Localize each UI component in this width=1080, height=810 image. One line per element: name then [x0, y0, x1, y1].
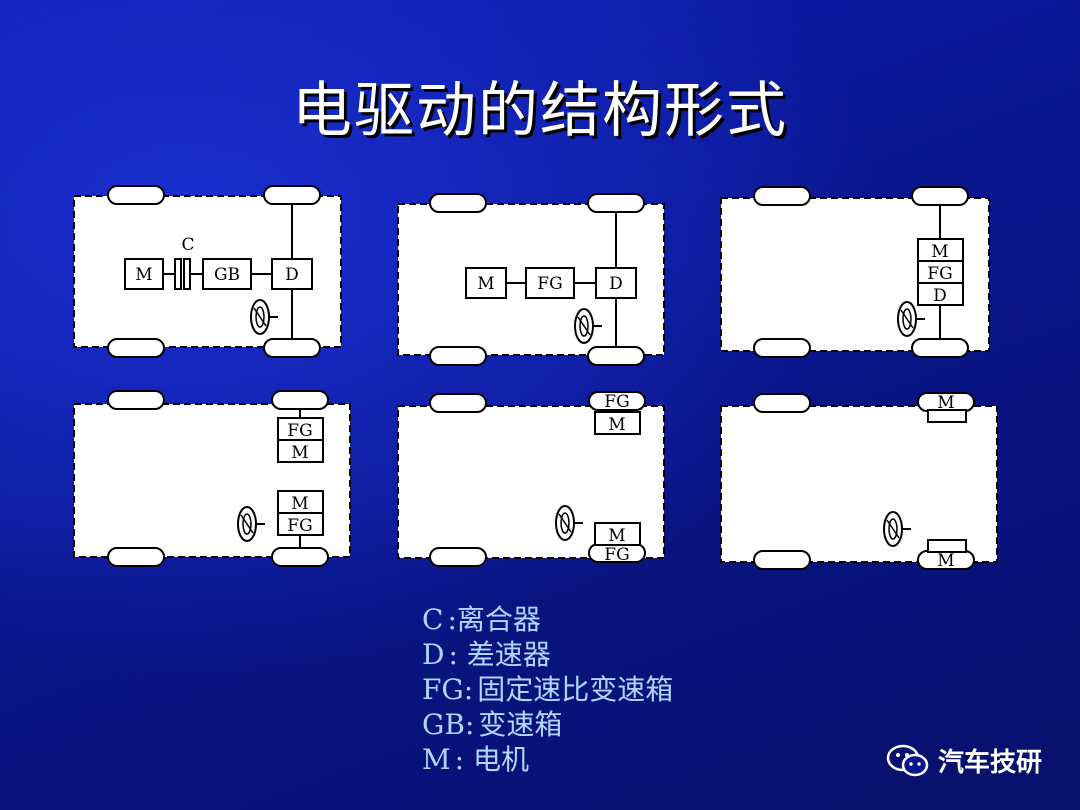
legend-item: D : 差速器 — [422, 637, 673, 672]
drive-configuration-diagrams: M C GB D M FG D — [73, 185, 998, 571]
legend-desc: 固定速比变速箱 — [477, 673, 674, 706]
gearbox-label: GB — [214, 265, 240, 285]
wheel — [753, 338, 811, 358]
wheel — [753, 550, 811, 570]
motor-label: M — [608, 415, 625, 435]
wheel — [753, 186, 811, 206]
legend-item: GB: 变速箱 — [422, 707, 673, 742]
wheel — [271, 390, 329, 410]
brand-name: 汽车技研 — [938, 748, 1043, 778]
wechat-icon — [886, 744, 929, 776]
wheel — [263, 185, 321, 205]
legend-abbr: FG: — [422, 673, 474, 706]
wheel — [107, 185, 165, 205]
legend-desc: : 差速器 — [448, 638, 551, 671]
wheel — [263, 338, 321, 358]
diagram-axle-integrated-motor: M FG D — [720, 186, 990, 358]
legend-desc: : 电机 — [454, 743, 530, 776]
legend-item: M : 电机 — [422, 742, 673, 777]
motor-label: M — [608, 526, 625, 546]
wheel — [429, 393, 487, 413]
wheel — [911, 338, 969, 358]
legend-abbr: GB: — [422, 708, 475, 741]
diagram-dual-motor-inboard: FG M M FG — [73, 390, 351, 567]
motor-label: M — [291, 494, 308, 514]
legend-item: FG: 固定速比变速箱 — [422, 672, 673, 707]
wheel — [753, 393, 811, 413]
legend-abbr: M — [422, 743, 451, 776]
differential-label: D — [285, 265, 299, 285]
legend-item: C :离合器 — [422, 602, 673, 637]
fixed-gear-label: FG — [927, 264, 952, 284]
differential-label: D — [933, 286, 947, 306]
wheel — [587, 346, 645, 366]
brand-watermark: 汽车技研 — [886, 742, 1042, 779]
wheel — [429, 346, 487, 366]
legend-desc: :离合器 — [447, 603, 541, 636]
wheel — [429, 547, 487, 567]
fixed-gear-label: FG — [287, 516, 312, 536]
clutch-label: C — [181, 235, 194, 255]
differential-label: D — [609, 274, 623, 294]
wheel — [587, 193, 645, 213]
motor-label: M — [937, 393, 954, 413]
motor-label: M — [937, 551, 954, 571]
wheel — [107, 547, 165, 567]
fixed-gear-label: FG — [537, 274, 562, 294]
legend-abbr: C — [422, 603, 444, 636]
wheel — [911, 186, 969, 206]
wheel — [429, 193, 487, 213]
wheel — [107, 390, 165, 410]
legend: C :离合器 D : 差速器 FG: 固定速比变速箱 GB: 变速箱 M : 电… — [422, 602, 673, 777]
diagram-in-wheel-motor: M M — [720, 392, 998, 571]
wheel — [107, 338, 165, 358]
diagram-central-motor-fixed-gear: M FG D — [397, 193, 665, 366]
motor-label: M — [291, 443, 308, 463]
fixed-gear-label: FG — [604, 545, 629, 565]
motor-label: M — [931, 242, 948, 262]
motor-label: M — [477, 274, 494, 294]
legend-abbr: D — [422, 638, 445, 671]
diagram-central-motor-clutch-gearbox: M C GB D — [73, 185, 342, 358]
diagram-dual-motor-wheel-side: FG M M FG — [397, 391, 665, 567]
wheel — [271, 547, 329, 567]
page-title: 电驱动的结构形式 — [292, 76, 788, 146]
fixed-gear-label: FG — [287, 421, 312, 441]
motor-label: M — [135, 265, 152, 285]
legend-desc: 变速箱 — [478, 708, 563, 741]
fixed-gear-label: FG — [604, 392, 629, 412]
